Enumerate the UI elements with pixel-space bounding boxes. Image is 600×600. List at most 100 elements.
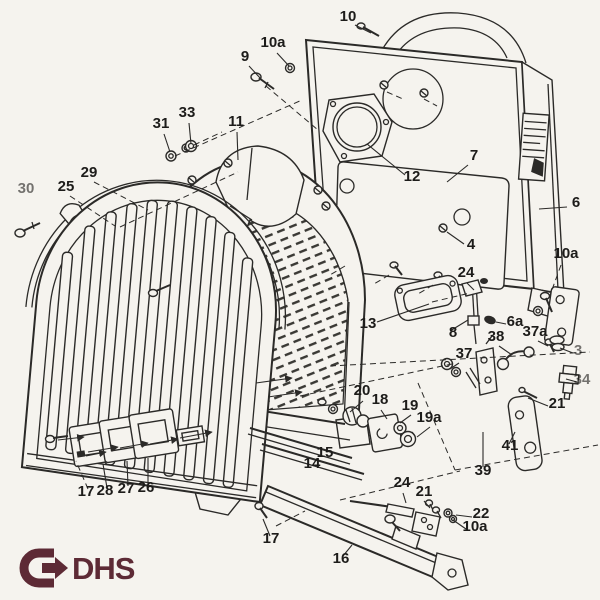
bolt-9 <box>250 72 275 90</box>
leader-line <box>265 85 319 131</box>
leader-line <box>538 206 568 210</box>
leader-line <box>299 363 453 397</box>
callout-19a: 19a <box>416 409 442 426</box>
callout-17: 17 <box>78 483 95 500</box>
knob-20 <box>342 406 370 428</box>
callout-24: 24 <box>458 264 475 281</box>
leader-line <box>452 519 467 530</box>
mounting-rails <box>247 427 365 481</box>
callout-31: 31 <box>153 115 170 132</box>
leader-line <box>386 91 404 100</box>
plate-18 <box>367 413 403 453</box>
leader-line <box>275 510 306 527</box>
callout-6: 6 <box>572 194 580 211</box>
callout-10a: 10a <box>462 518 488 535</box>
leader-line <box>537 340 549 347</box>
callout-28: 28 <box>97 482 114 499</box>
leader-line <box>236 131 239 161</box>
washer-22 <box>443 508 453 518</box>
leader-line <box>119 440 149 449</box>
leader-line <box>466 282 475 291</box>
washer-10a <box>284 62 296 74</box>
leader-line <box>85 449 107 458</box>
leader-line <box>548 264 562 299</box>
leader-line <box>366 143 406 176</box>
washer-31 <box>165 150 177 162</box>
callout-16: 16 <box>333 550 350 567</box>
oval-flange-13 <box>394 274 462 322</box>
callout-10: 10 <box>340 8 357 25</box>
callout-11: 11 <box>228 113 244 130</box>
igniter-cluster <box>317 278 580 472</box>
callout-38: 38 <box>488 328 505 345</box>
leader-line <box>276 52 290 67</box>
callout-10a: 10a <box>260 34 286 51</box>
leader-line <box>349 400 364 413</box>
bolt-17 <box>44 434 69 444</box>
callout-21: 21 <box>416 483 433 500</box>
leader-line <box>449 319 469 332</box>
callout-22: 22 <box>473 505 490 522</box>
callout-37: 37 <box>456 345 473 362</box>
leader-line <box>69 195 116 227</box>
leader-line <box>87 444 119 453</box>
nut-37 <box>440 357 454 371</box>
bolt-17 <box>254 501 268 519</box>
leader-line <box>267 389 303 398</box>
pin-21 <box>518 386 538 399</box>
leader-line <box>446 164 469 183</box>
callout-34: 34 <box>574 371 591 388</box>
leader-line <box>402 492 407 504</box>
leader-line <box>75 460 89 490</box>
leader-line <box>354 24 372 34</box>
leader-line <box>329 351 591 367</box>
callout-15: 15 <box>317 444 334 461</box>
callout-13: 13 <box>360 315 377 332</box>
strip-41 <box>507 395 543 472</box>
callout-7: 7 <box>470 147 478 164</box>
callout-9: 9 <box>241 48 249 65</box>
callout-12: 12 <box>404 168 421 185</box>
callout-4: 4 <box>467 236 476 253</box>
leader-line <box>248 65 262 80</box>
igniter-bracket <box>475 347 498 396</box>
callout-6a: 6a <box>507 313 524 330</box>
screw-10 <box>356 22 380 37</box>
grille-slats <box>45 199 254 489</box>
callout-18: 18 <box>372 391 389 408</box>
callout-8: 8 <box>449 324 457 341</box>
leader-line <box>423 500 431 509</box>
callout-21: 21 <box>549 395 566 412</box>
leader-line <box>559 347 574 354</box>
rear-panel-assembly <box>304 12 580 346</box>
leader-line <box>446 231 465 245</box>
callout-41: 41 <box>502 437 519 454</box>
callout-27: 27 <box>118 480 135 497</box>
leader-line <box>399 414 412 424</box>
callout-24: 24 <box>394 474 411 491</box>
leader-line <box>508 431 516 445</box>
leader-line <box>126 460 129 487</box>
tube-bracket <box>411 511 441 537</box>
callout-29: 29 <box>81 164 98 181</box>
leader-line <box>102 463 108 489</box>
arrow-in-open-ring-icon <box>19 548 54 588</box>
leader-line <box>527 397 549 407</box>
hinge-plate <box>543 286 580 346</box>
clip-6a <box>484 315 496 325</box>
callout-10a: 10a <box>553 245 579 262</box>
callout-37a: 37a <box>522 323 548 340</box>
leader-line <box>329 265 346 276</box>
leader-line <box>342 544 353 557</box>
leader-line <box>498 345 513 356</box>
leader-line <box>174 99 303 157</box>
leader-line <box>495 321 507 325</box>
screw <box>379 80 429 98</box>
callout-17: 17 <box>263 530 280 547</box>
leader-line <box>380 409 388 420</box>
tube-clamp <box>391 525 421 550</box>
gasket-12 <box>322 93 393 163</box>
